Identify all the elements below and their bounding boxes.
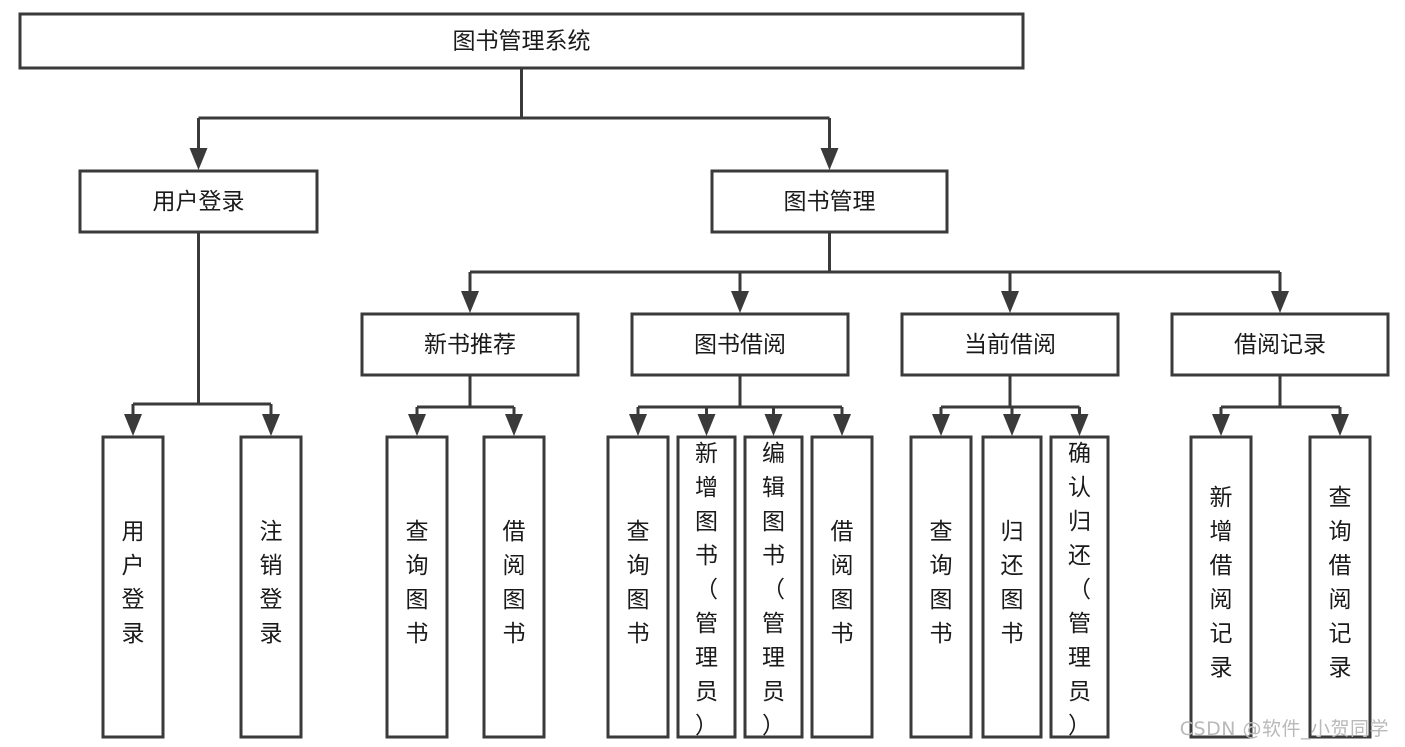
node-leaf-return-book[interactable]: 归还图书 <box>981 435 1043 739</box>
node-box <box>676 435 737 739</box>
arrow-head-icon <box>262 414 280 436</box>
node-label: 编辑图书（管理员） <box>762 441 785 739</box>
connector-group-book-manage <box>461 232 1289 313</box>
node-label: 借阅记录 <box>1234 332 1326 358</box>
arrow-head-icon <box>1003 414 1021 436</box>
node-label: 查询图书 <box>406 519 429 647</box>
node-label: 借阅图书 <box>831 519 854 647</box>
arrow-head-icon <box>1331 414 1349 436</box>
node-leaf-user-logout[interactable]: 注销登录 <box>239 435 303 739</box>
connectors-layer <box>124 68 1349 436</box>
node-label: 注销登录 <box>260 519 283 647</box>
node-box <box>78 169 319 234</box>
node-root[interactable]: 图书管理系统 <box>18 12 1025 70</box>
connector-group-current-borrow <box>932 375 1089 436</box>
arrow-head-icon <box>1001 291 1019 313</box>
node-leaf-add-book[interactable]: 新增图书（管理员） <box>676 435 737 739</box>
node-label: 确认归还（管理员） <box>1068 441 1091 739</box>
node-box <box>1049 435 1110 739</box>
node-box <box>810 435 874 739</box>
node-label: 新书推荐 <box>424 332 516 358</box>
node-box <box>981 435 1043 739</box>
node-borrow-record[interactable]: 借阅记录 <box>1170 312 1390 377</box>
node-label: 图书管理系统 <box>453 29 591 55</box>
node-box <box>710 169 949 234</box>
arrow-head-icon <box>731 291 749 313</box>
nodes-layer: 图书管理系统用户登录图书管理新书推荐图书借阅当前借阅借阅记录用户登录注销登录查询… <box>18 12 1390 739</box>
node-box <box>360 312 580 377</box>
node-box <box>385 435 449 739</box>
node-current-borrow[interactable]: 当前借阅 <box>900 312 1120 377</box>
arrow-head-icon <box>820 148 839 170</box>
node-box <box>606 435 670 739</box>
connector-group-new-book-rec <box>408 375 523 436</box>
node-leaf-add-record[interactable]: 新增借阅记录 <box>1189 435 1253 739</box>
arrow-head-icon <box>1212 414 1230 436</box>
node-leaf-query-book-3[interactable]: 查询图书 <box>909 435 973 739</box>
node-label: 新增图书（管理员） <box>695 441 718 739</box>
arrow-head-icon <box>505 414 523 436</box>
node-label: 查询图书 <box>627 519 650 647</box>
connector-group-user-login <box>124 232 280 436</box>
node-book-borrow[interactable]: 图书借阅 <box>630 312 850 377</box>
arrow-head-icon <box>1271 291 1289 313</box>
node-leaf-user-login[interactable]: 用户登录 <box>101 435 165 739</box>
node-box <box>101 435 165 739</box>
arrow-head-icon <box>833 414 851 436</box>
node-box <box>1170 312 1390 377</box>
node-box <box>630 312 850 377</box>
node-box <box>239 435 303 739</box>
node-label: 用户登录 <box>153 189 245 215</box>
node-new-book-rec[interactable]: 新书推荐 <box>360 312 580 377</box>
node-label: 当前借阅 <box>964 332 1056 358</box>
node-label: 查询借阅记录 <box>1329 485 1352 681</box>
arrow-head-icon <box>1070 414 1089 436</box>
node-label: 新增借阅记录 <box>1210 485 1233 681</box>
node-box <box>900 312 1120 377</box>
arrow-head-icon <box>932 414 950 436</box>
arrow-head-icon <box>408 414 426 436</box>
node-label: 用户登录 <box>122 519 145 647</box>
node-box <box>743 435 804 739</box>
node-label: 图书管理 <box>784 189 876 215</box>
node-leaf-confirm-return[interactable]: 确认归还（管理员） <box>1049 435 1110 739</box>
arrow-head-icon <box>629 414 647 436</box>
node-box <box>1308 435 1372 739</box>
connector-group-book-borrow <box>629 375 851 436</box>
node-label: 借阅图书 <box>503 519 526 647</box>
node-leaf-query-record[interactable]: 查询借阅记录 <box>1308 435 1372 739</box>
arrow-head-icon <box>697 414 716 436</box>
node-label: 查询图书 <box>930 519 953 647</box>
node-book-manage[interactable]: 图书管理 <box>710 169 949 234</box>
node-leaf-query-book-2[interactable]: 查询图书 <box>606 435 670 739</box>
node-leaf-edit-book[interactable]: 编辑图书（管理员） <box>743 435 804 739</box>
node-box <box>18 12 1025 70</box>
connector-group-borrow-record <box>1212 375 1349 436</box>
arrow-head-icon <box>764 414 783 436</box>
arrow-head-icon <box>124 414 142 436</box>
node-user-login[interactable]: 用户登录 <box>78 169 319 234</box>
node-label: 图书借阅 <box>694 332 786 358</box>
arrow-head-icon <box>461 291 479 313</box>
node-leaf-query-book-1[interactable]: 查询图书 <box>385 435 449 739</box>
node-leaf-borrow-book-2[interactable]: 借阅图书 <box>810 435 874 739</box>
node-box <box>909 435 973 739</box>
node-box <box>1189 435 1253 739</box>
node-leaf-borrow-book-1[interactable]: 借阅图书 <box>482 435 546 739</box>
node-label: 归还图书 <box>1001 519 1024 647</box>
node-box <box>482 435 546 739</box>
connector-group-root <box>189 68 839 170</box>
arrow-head-icon <box>189 148 208 170</box>
